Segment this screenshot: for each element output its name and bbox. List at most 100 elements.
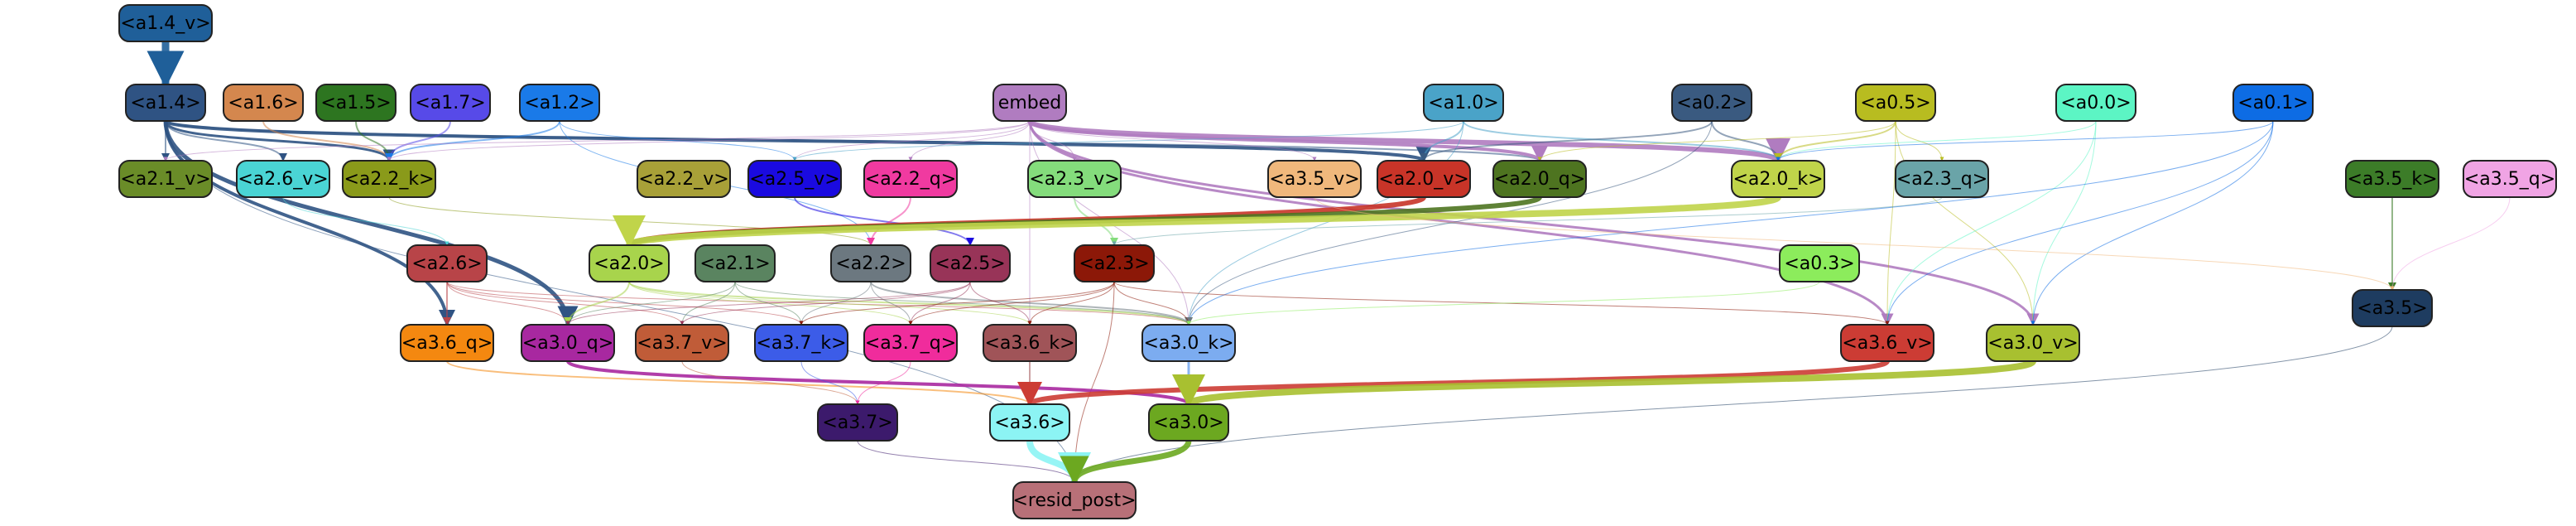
node-label-a1_6: <a1.6> — [228, 93, 298, 113]
node-box-a1_7 — [410, 84, 491, 122]
node-a3_5_v[interactable]: <a3.5_v> — [1267, 160, 1362, 198]
node-a0_1[interactable]: <a0.1> — [2232, 84, 2314, 122]
node-box-a2_0_k — [1731, 160, 1825, 198]
node-box-a3_7_k — [754, 324, 848, 362]
node-a2_0_v[interactable]: <a2.0_v> — [1377, 160, 1471, 198]
edge-a0_5-to-a2_3_q — [1895, 120, 1944, 162]
node-label-a2_2: <a2.2> — [835, 253, 906, 274]
node-embed[interactable]: embed — [992, 84, 1067, 122]
edge-a3_7_q-to-a3_7 — [855, 360, 911, 405]
edge-a1_4-to-a2_2_k — [164, 120, 396, 162]
node-label-a2_2_v: <a2.2_v> — [638, 169, 728, 190]
node-box-a2_5_v — [747, 160, 842, 198]
node-a0_2[interactable]: <a0.2> — [1671, 84, 1752, 122]
node-a3_7_v[interactable]: <a3.7_v> — [635, 324, 729, 362]
edge-a2_5-to-a3_0_q — [565, 281, 971, 326]
node-a2_0_k[interactable]: <a2.0_k> — [1731, 160, 1825, 198]
edge-embed-to-a2_3_v — [1029, 120, 1077, 162]
edge-a2_2-to-a3_7_q — [870, 281, 913, 326]
node-label-a2_3_q: <a2.3_q> — [1896, 169, 1987, 190]
node-box-a0_1 — [2232, 84, 2314, 122]
node-a2_1_v[interactable]: <a2.1_v> — [118, 160, 213, 198]
edge-a1_6-to-a2_2_k — [262, 120, 393, 162]
edge-a1_2-to-a2_2_k — [385, 120, 560, 162]
node-resid_post[interactable]: <resid_post> — [1012, 481, 1137, 519]
edge-a2_1-to-a3_0_q — [565, 281, 736, 326]
node-box-a2_3 — [1074, 244, 1155, 282]
edges-layer — [147, 41, 2511, 485]
node-a1_5[interactable]: <a1.5> — [315, 84, 396, 122]
node-label-a2_1: <a2.1> — [699, 253, 770, 274]
node-a2_5_v[interactable]: <a2.5_v> — [747, 160, 842, 198]
edge-a1_4-to-a3_6_q — [164, 120, 455, 326]
node-a1_7[interactable]: <a1.7> — [410, 84, 491, 122]
node-a2_5[interactable]: <a2.5> — [930, 244, 1011, 282]
edge-a3_5_v-to-a3_5 — [1314, 196, 2395, 291]
edge-a2_5_v-to-a2_5 — [794, 196, 974, 246]
edge-a2_2-to-a3_0_k — [870, 281, 1193, 326]
edge-a2_0-to-a3_0_k — [628, 281, 1193, 326]
edge-embed-to-a2_2_k — [387, 120, 1031, 162]
node-box-a2_2_k — [342, 160, 436, 198]
node-label-a1_5: <a1.5> — [320, 93, 391, 113]
node-a3_7_q[interactable]: <a3.7_q> — [863, 324, 958, 362]
node-a2_2[interactable]: <a2.2> — [830, 244, 911, 282]
node-a3_6_k[interactable]: <a3.6_k> — [983, 324, 1077, 362]
node-a3_5_k[interactable]: <a3.5_k> — [2345, 160, 2439, 198]
node-a2_2_v[interactable]: <a2.2_v> — [637, 160, 731, 198]
edge-a2_3-to-a3_6_k — [1027, 281, 1115, 326]
node-box-a3_6_v — [1840, 324, 1934, 362]
edge-a1_7-to-a2_2_k — [385, 120, 451, 162]
edge-a0_5-to-a2_0_k — [1774, 120, 1896, 162]
node-a3_7_k[interactable]: <a3.7_k> — [754, 324, 848, 362]
node-a0_0[interactable]: <a0.0> — [2055, 84, 2136, 122]
node-a3_0_v[interactable]: <a3.0_v> — [1986, 324, 2080, 362]
node-box-a1_4 — [125, 84, 206, 122]
node-a1_4[interactable]: <a1.4> — [125, 84, 206, 122]
edge-a2_0_k-to-a2_0 — [613, 194, 1781, 249]
node-a0_5[interactable]: <a0.5> — [1855, 84, 1936, 122]
edge-a3_5-to-resid_post — [1072, 326, 2393, 483]
node-box-a3_6_q — [400, 324, 494, 362]
node-a3_5_q[interactable]: <a3.5_q> — [2463, 160, 2557, 198]
node-a2_1[interactable]: <a2.1> — [694, 244, 776, 282]
node-label-a3_0: <a3.0> — [1153, 413, 1223, 433]
node-a1_6[interactable]: <a1.6> — [223, 84, 304, 122]
node-a1_2[interactable]: <a1.2> — [519, 84, 600, 122]
node-label-a3_5: <a3.5> — [2357, 298, 2427, 319]
node-box-a2_2_v — [637, 160, 731, 198]
node-a1_0[interactable]: <a1.0> — [1423, 84, 1504, 122]
node-a3_7[interactable]: <a3.7> — [817, 403, 898, 442]
edge-a0_5-to-a3_0_v — [1895, 120, 2035, 326]
edge-a1_0-to-a2_5_v — [792, 120, 1464, 162]
node-a2_0[interactable]: <a2.0> — [589, 244, 670, 282]
node-label-a2_2_q: <a2.2_q> — [865, 169, 956, 190]
node-a2_0_q[interactable]: <a2.0_q> — [1492, 160, 1587, 198]
node-box-a1_4_v — [118, 4, 213, 42]
node-a2_3_q[interactable]: <a2.3_q> — [1895, 160, 1989, 198]
node-a3_6[interactable]: <a3.6> — [989, 403, 1070, 442]
edge-a0_1-to-a3_6_v — [1885, 120, 2274, 326]
node-box-a2_6 — [406, 244, 488, 282]
edge-a2_3-to-a3_0_k — [1113, 281, 1191, 326]
edge-a0_2-to-a2_0_v — [1420, 120, 1713, 162]
node-a3_0_k[interactable]: <a3.0_k> — [1141, 324, 1236, 362]
edge-a2_3-to-a3_7_k — [799, 281, 1115, 326]
node-a2_6[interactable]: <a2.6> — [406, 244, 488, 282]
node-a3_5[interactable]: <a3.5> — [2352, 289, 2433, 327]
node-a1_4_v[interactable]: <a1.4_v> — [118, 4, 213, 42]
node-a0_3[interactable]: <a0.3> — [1779, 244, 1860, 282]
node-label-a1_4: <a1.4> — [130, 93, 200, 113]
node-a3_0[interactable]: <a3.0> — [1148, 403, 1229, 442]
node-a2_3_v[interactable]: <a2.3_v> — [1027, 160, 1122, 198]
node-a2_3[interactable]: <a2.3> — [1074, 244, 1155, 282]
node-a2_6_v[interactable]: <a2.6_v> — [236, 160, 330, 198]
edge-a0_1-to-a3_0_v — [2031, 120, 2274, 326]
node-a3_6_q[interactable]: <a3.6_q> — [400, 324, 494, 362]
node-a2_2_k[interactable]: <a2.2_k> — [342, 160, 436, 198]
node-box-a0_5 — [1855, 84, 1936, 122]
node-a3_6_v[interactable]: <a3.6_v> — [1840, 324, 1934, 362]
node-a3_0_q[interactable]: <a3.0_q> — [521, 324, 615, 362]
edge-a3_7_v-to-a3_7 — [681, 360, 860, 405]
node-a2_2_q[interactable]: <a2.2_q> — [863, 160, 958, 198]
